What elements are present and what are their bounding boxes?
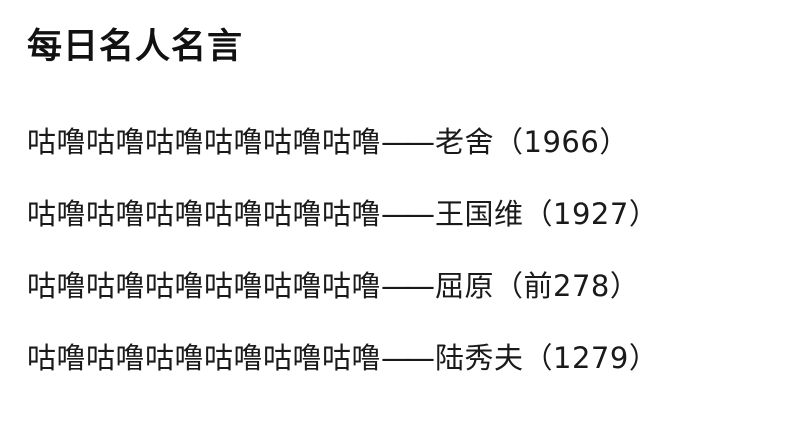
quote-list: 咕噜咕噜咕噜咕噜咕噜咕噜——老舍（1966） 咕噜咕噜咕噜咕噜咕噜咕噜——王国维…: [27, 124, 800, 376]
quote-dash: ——: [381, 341, 435, 375]
quote-year: （1279）: [523, 341, 659, 375]
quote-year: （1966）: [494, 125, 629, 159]
quote-year: （1927）: [523, 197, 659, 231]
quote-item: 咕噜咕噜咕噜咕噜咕噜咕噜——王国维（1927）: [27, 196, 800, 232]
quote-item: 咕噜咕噜咕噜咕噜咕噜咕噜——老舍（1966）: [27, 124, 800, 160]
quote-item: 咕噜咕噜咕噜咕噜咕噜咕噜——陆秀夫（1279）: [27, 340, 800, 376]
quote-text: 咕噜咕噜咕噜咕噜咕噜咕噜: [27, 269, 382, 303]
page-title: 每日名人名言: [27, 27, 244, 67]
quote-text: 咕噜咕噜咕噜咕噜咕噜咕噜: [27, 341, 382, 375]
quote-author: 老舍: [435, 125, 495, 159]
quote-dash: ——: [381, 197, 435, 231]
quote-dash: ——: [381, 269, 435, 303]
quote-author: 王国维: [435, 197, 524, 231]
quote-author: 陆秀夫: [435, 341, 524, 375]
quote-author: 屈原: [435, 269, 495, 303]
quote-text: 咕噜咕噜咕噜咕噜咕噜咕噜: [27, 197, 382, 231]
quote-item: 咕噜咕噜咕噜咕噜咕噜咕噜——屈原（前278）: [27, 268, 800, 304]
quote-text: 咕噜咕噜咕噜咕噜咕噜咕噜: [27, 125, 382, 159]
quote-dash: ——: [381, 125, 435, 159]
quote-year: （前278）: [494, 269, 640, 303]
